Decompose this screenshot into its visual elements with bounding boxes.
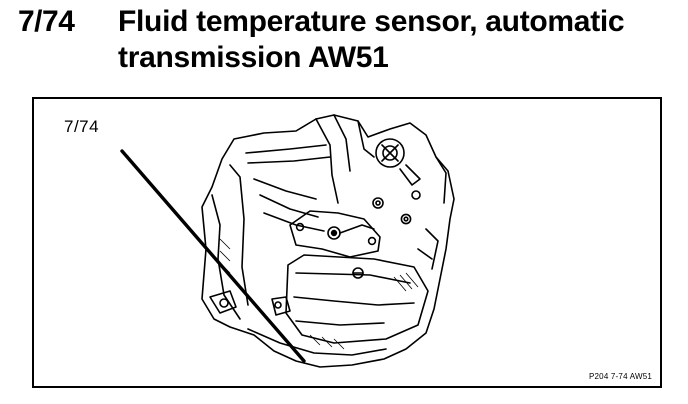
transmission-illustration (120, 114, 455, 368)
figure-code: P204 7-74 AW51 (589, 372, 652, 381)
section-number: 7/74 (18, 5, 75, 38)
callout-leader-line (120, 149, 306, 363)
figure-frame: 7/74 P204 7-74 AW51 (32, 97, 662, 388)
callout-label: 7/74 (64, 117, 100, 136)
section-title: Fluid temperature sensor, automatic tran… (118, 5, 625, 74)
